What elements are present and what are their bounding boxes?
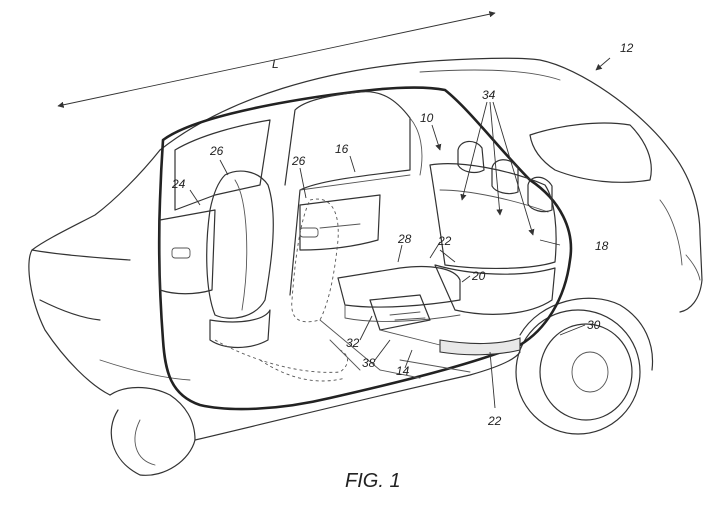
label-floor: 14 <box>396 364 410 378</box>
label-front-seat: 26 <box>209 144 224 158</box>
label-headrests: 34 <box>482 88 496 102</box>
figure-caption: FIG. 1 <box>345 470 401 492</box>
label-front-seat-2: 26 <box>291 154 306 168</box>
label-length: L <box>272 57 279 71</box>
label-track-top: 22 <box>437 234 452 248</box>
front-wheel <box>111 410 195 475</box>
label-door: 16 <box>335 142 349 156</box>
label-seat-cushion: 20 <box>471 269 486 283</box>
label-front-door: 24 <box>171 177 186 191</box>
rear-wheel <box>516 310 640 434</box>
fold-cushion <box>338 267 460 346</box>
label-rocker: 30 <box>587 318 601 332</box>
label-rear-seat: 18 <box>595 239 609 253</box>
label-track-bottom: 22 <box>487 414 502 428</box>
rear-seat <box>430 141 556 354</box>
label-rail: 32 <box>346 336 360 350</box>
label-sill: 38 <box>362 356 376 370</box>
label-vehicle: 12 <box>620 41 634 55</box>
front-seat <box>207 171 348 381</box>
label-cushion-arm: 28 <box>397 232 412 246</box>
label-cabin: 10 <box>420 111 434 125</box>
